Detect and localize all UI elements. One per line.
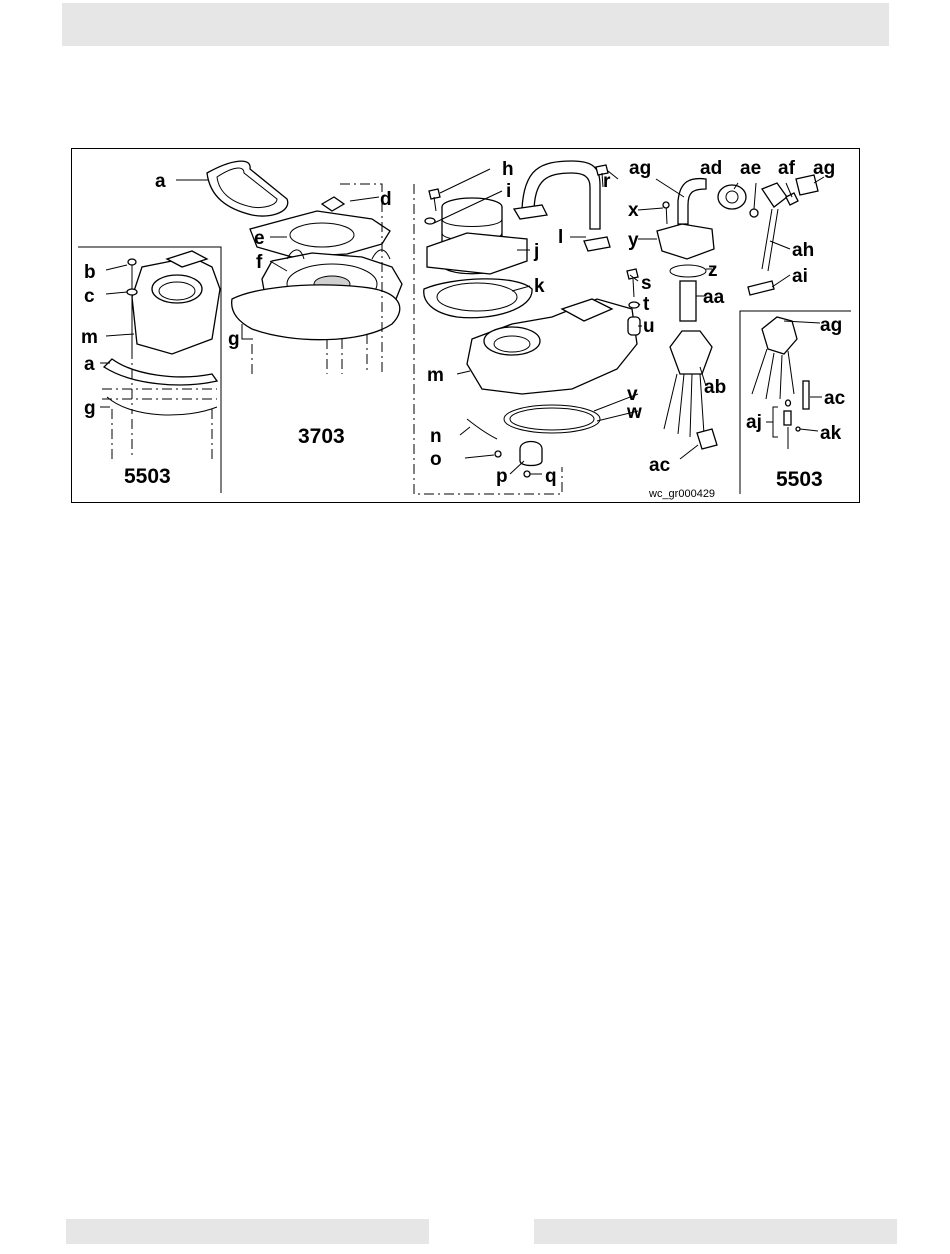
footer-bar-left (66, 1219, 429, 1244)
label-a-inset: a (84, 354, 95, 375)
label-ad: ad (700, 158, 722, 179)
label-s: s (641, 273, 652, 294)
label-b: b (84, 262, 96, 283)
left-inset-5503 (78, 247, 221, 493)
label-e: e (254, 228, 265, 249)
label-ag-inset: ag (820, 315, 842, 336)
model-5503-left: 5503 (124, 465, 171, 488)
cable-assembly (657, 175, 818, 449)
label-m-inset: m (81, 327, 98, 348)
label-r: r (603, 171, 611, 192)
header-bar (62, 3, 889, 46)
label-ac: ac (649, 455, 671, 476)
label-ag: ag (629, 158, 651, 179)
label-ac-inset: ac (824, 388, 846, 409)
footer-bar-right (534, 1219, 897, 1244)
label-k: k (534, 276, 545, 297)
label-q: q (545, 466, 557, 487)
label-af: af (778, 158, 796, 179)
label-ah: ah (792, 240, 814, 261)
label-ag-top-right: ag (813, 158, 835, 179)
label-aj: aj (746, 412, 762, 433)
label-aa: aa (703, 287, 725, 308)
label-h: h (502, 159, 514, 180)
label-j: j (533, 241, 539, 262)
label-l: l (558, 227, 563, 248)
label-c: c (84, 286, 95, 307)
label-ae: ae (740, 158, 761, 179)
label-m: m (427, 365, 444, 386)
exploded-parts-diagram: a d e f g 3703 b c m a g 5503 h i j k l … (71, 148, 860, 503)
label-p: p (496, 466, 508, 487)
label-y: y (628, 230, 639, 251)
label-ai: ai (792, 266, 808, 287)
label-f: f (256, 252, 263, 273)
label-o: o (430, 449, 442, 470)
label-w: w (626, 402, 642, 423)
figure-id: wc_gr000429 (648, 488, 715, 500)
label-g: g (228, 329, 240, 350)
model-3703: 3703 (298, 425, 345, 448)
label-i: i (506, 181, 511, 202)
label-t: t (643, 294, 650, 315)
label-n: n (430, 426, 442, 447)
label-ab: ab (704, 377, 726, 398)
label-d: d (380, 189, 392, 210)
label-a: a (155, 171, 166, 192)
label-u: u (643, 316, 655, 337)
label-g-inset: g (84, 398, 96, 419)
label-ak: ak (820, 423, 842, 444)
model-5503-right: 5503 (776, 468, 823, 491)
label-x: x (628, 200, 639, 221)
diagram-canvas: a d e f g 3703 b c m a g 5503 h i j k l … (72, 149, 858, 501)
pump-head-assembly (414, 161, 640, 494)
label-z: z (708, 260, 718, 281)
